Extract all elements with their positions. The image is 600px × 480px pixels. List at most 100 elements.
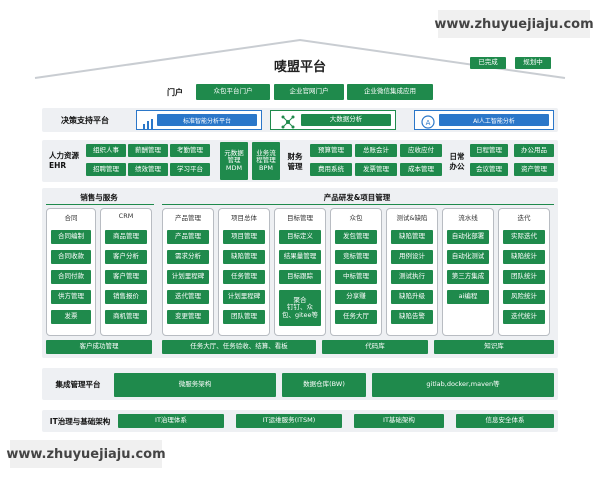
- product-col-item[interactable]: 自动化部署: [447, 230, 489, 244]
- network-icon: [281, 114, 295, 129]
- portal-crowdsource[interactable]: 众包平台门户: [196, 84, 270, 100]
- product-col-item[interactable]: 结果量管理: [279, 250, 321, 264]
- product-col-title: 流水线: [458, 214, 478, 222]
- product-col-item[interactable]: 缺陷管理: [223, 250, 265, 264]
- finance-item[interactable]: 预算管理: [310, 144, 352, 157]
- decision-ai[interactable]: A AI人工智能分析: [414, 110, 554, 130]
- crm-item[interactable]: 客户分析: [105, 250, 147, 264]
- hr-item[interactable]: 绩效管理: [128, 163, 168, 176]
- contract-item[interactable]: 合同付款: [51, 270, 91, 284]
- office-label: 日常 办公: [449, 152, 465, 171]
- hr-label: 人力资源 EHR: [49, 151, 79, 170]
- product-col-item[interactable]: 目标跟踪: [279, 270, 321, 284]
- product-col-item[interactable]: 缺陷升级: [391, 290, 433, 304]
- product-col-item[interactable]: 缺陷管理: [391, 230, 433, 244]
- itgov-label: IT治理与基础架构: [49, 416, 111, 426]
- product-col-item[interactable]: 第三方集成: [447, 270, 489, 284]
- product-col-title: 目标管理: [287, 214, 313, 222]
- product-col-item[interactable]: 中标管理: [335, 270, 377, 284]
- portal-official-site[interactable]: 企业官网门户: [274, 84, 344, 100]
- crm-item[interactable]: 商品管理: [105, 230, 147, 244]
- product-col-item[interactable]: 缺陷告警: [391, 310, 433, 324]
- finance-item[interactable]: 应收应付: [400, 144, 442, 157]
- integration-label: 集成管理平台: [55, 379, 101, 389]
- decision-bigdata[interactable]: 大数据分析: [270, 110, 396, 130]
- product-col-item[interactable]: 迭代统计: [503, 310, 545, 324]
- product-col-item[interactable]: 变更管理: [167, 310, 209, 324]
- hr-item[interactable]: 学习平台: [170, 163, 210, 176]
- product-col-item[interactable]: 计划里程碑: [223, 290, 265, 304]
- product-col-title: 项目总体: [231, 214, 257, 222]
- contract-item[interactable]: 合同收款: [51, 250, 91, 264]
- crm-item[interactable]: 销售报价: [105, 290, 147, 304]
- decision-label: 决策支持平台: [61, 115, 109, 125]
- product-col-item[interactable]: 实际迭代: [503, 230, 545, 244]
- product-col-item[interactable]: 计划里程碑: [167, 270, 209, 284]
- product-col-item[interactable]: 任务管理: [223, 270, 265, 284]
- contract-title: 合同: [64, 214, 78, 222]
- product-col-title: 测试&缺陷: [396, 214, 428, 222]
- task-hall-bar[interactable]: 任务大厅、任务验收、结算、看板: [162, 340, 316, 354]
- product-col-item[interactable]: 需求分析: [167, 250, 209, 264]
- finance-item[interactable]: 费用系统: [310, 163, 352, 176]
- product-col-item[interactable]: 缺陷统计: [503, 250, 545, 264]
- office-item[interactable]: 会议管理: [470, 163, 508, 176]
- svg-text:A: A: [426, 119, 431, 127]
- finance-item[interactable]: 发票管理: [355, 163, 397, 176]
- product-col-item[interactable]: 聚合 钉钉、众 包、gitee等: [279, 290, 321, 326]
- product-col-item[interactable]: 目标定义: [279, 230, 321, 244]
- bar-chart-icon: [142, 115, 154, 129]
- office-item[interactable]: 日程管理: [470, 144, 508, 157]
- product-col-item[interactable]: 竞标管理: [335, 250, 377, 264]
- hr-item[interactable]: 薪酬管理: [128, 144, 168, 157]
- contract-item[interactable]: 供方管理: [51, 290, 91, 304]
- itgov-item[interactable]: IT基础架构: [354, 414, 444, 428]
- itgov-item[interactable]: IT治理体系: [118, 414, 224, 428]
- product-col-item[interactable]: 发包管理: [335, 230, 377, 244]
- product-col-item[interactable]: 自动化测试: [447, 250, 489, 264]
- contract-item[interactable]: 发票: [51, 310, 91, 324]
- itgov-item[interactable]: IT运维服务(ITSM): [236, 414, 342, 428]
- product-col-item[interactable]: 团队管理: [223, 310, 265, 324]
- bpm-box[interactable]: 业务流 程管理 BPM: [252, 142, 280, 180]
- office-item[interactable]: 资产管理: [514, 163, 554, 176]
- platform-title: 唛盟平台: [273, 60, 326, 75]
- knowledge-base-bar[interactable]: 知识库: [434, 340, 554, 354]
- finance-item[interactable]: 总账会计: [355, 144, 397, 157]
- finance-item[interactable]: 成本管理: [400, 163, 442, 176]
- decision-bi[interactable]: 标准智能分析平台: [136, 110, 262, 130]
- product-col-item[interactable]: 用例设计: [391, 250, 433, 264]
- product-col-item[interactable]: 风险统计: [503, 290, 545, 304]
- sales-underline: [46, 204, 154, 205]
- office-item[interactable]: 办公用品: [514, 144, 554, 157]
- code-repo-bar[interactable]: 代码库: [322, 340, 428, 354]
- product-col-item[interactable]: ai编程: [447, 290, 489, 304]
- portal-wecom[interactable]: 企业微信集成应用: [347, 84, 433, 100]
- hr-item[interactable]: 招聘管理: [86, 163, 126, 176]
- product-col-title: 产品管理: [175, 214, 201, 222]
- hr-item[interactable]: 组织人事: [86, 144, 126, 157]
- ai-icon: A: [421, 114, 435, 129]
- integration-item[interactable]: gitlab,docker,maven等: [372, 373, 554, 397]
- crm-item[interactable]: 商机管理: [105, 310, 147, 324]
- contract-item[interactable]: 合同编制: [51, 230, 91, 244]
- product-col-item[interactable]: 测试执行: [391, 270, 433, 284]
- product-col-item[interactable]: 团队统计: [503, 270, 545, 284]
- decision-ai-label: AI人工智能分析: [439, 114, 549, 126]
- sales-title: 销售与服务: [80, 192, 118, 202]
- integration-item[interactable]: 微服务架构: [114, 373, 276, 397]
- product-col-item[interactable]: 产品管理: [167, 230, 209, 244]
- product-col-item[interactable]: 迭代管理: [167, 290, 209, 304]
- itgov-item[interactable]: 信息安全体系: [456, 414, 554, 428]
- customer-success[interactable]: 客户成功管理: [46, 340, 152, 354]
- mdm-box[interactable]: 元数据 管理 MDM: [220, 142, 248, 180]
- product-col-item[interactable]: 任务大厅: [335, 310, 377, 324]
- hr-item[interactable]: 考勤管理: [170, 144, 210, 157]
- product-col-item[interactable]: 项目管理: [223, 230, 265, 244]
- crm-item[interactable]: 客户管理: [105, 270, 147, 284]
- product-col-item[interactable]: 分享赚: [335, 290, 377, 304]
- product-col-title: 众包: [349, 214, 363, 222]
- decision-bi-label: 标准智能分析平台: [157, 114, 257, 126]
- integration-item[interactable]: 数据仓库(BW): [282, 373, 366, 397]
- product-title: 产品研发&项目管理: [323, 192, 391, 202]
